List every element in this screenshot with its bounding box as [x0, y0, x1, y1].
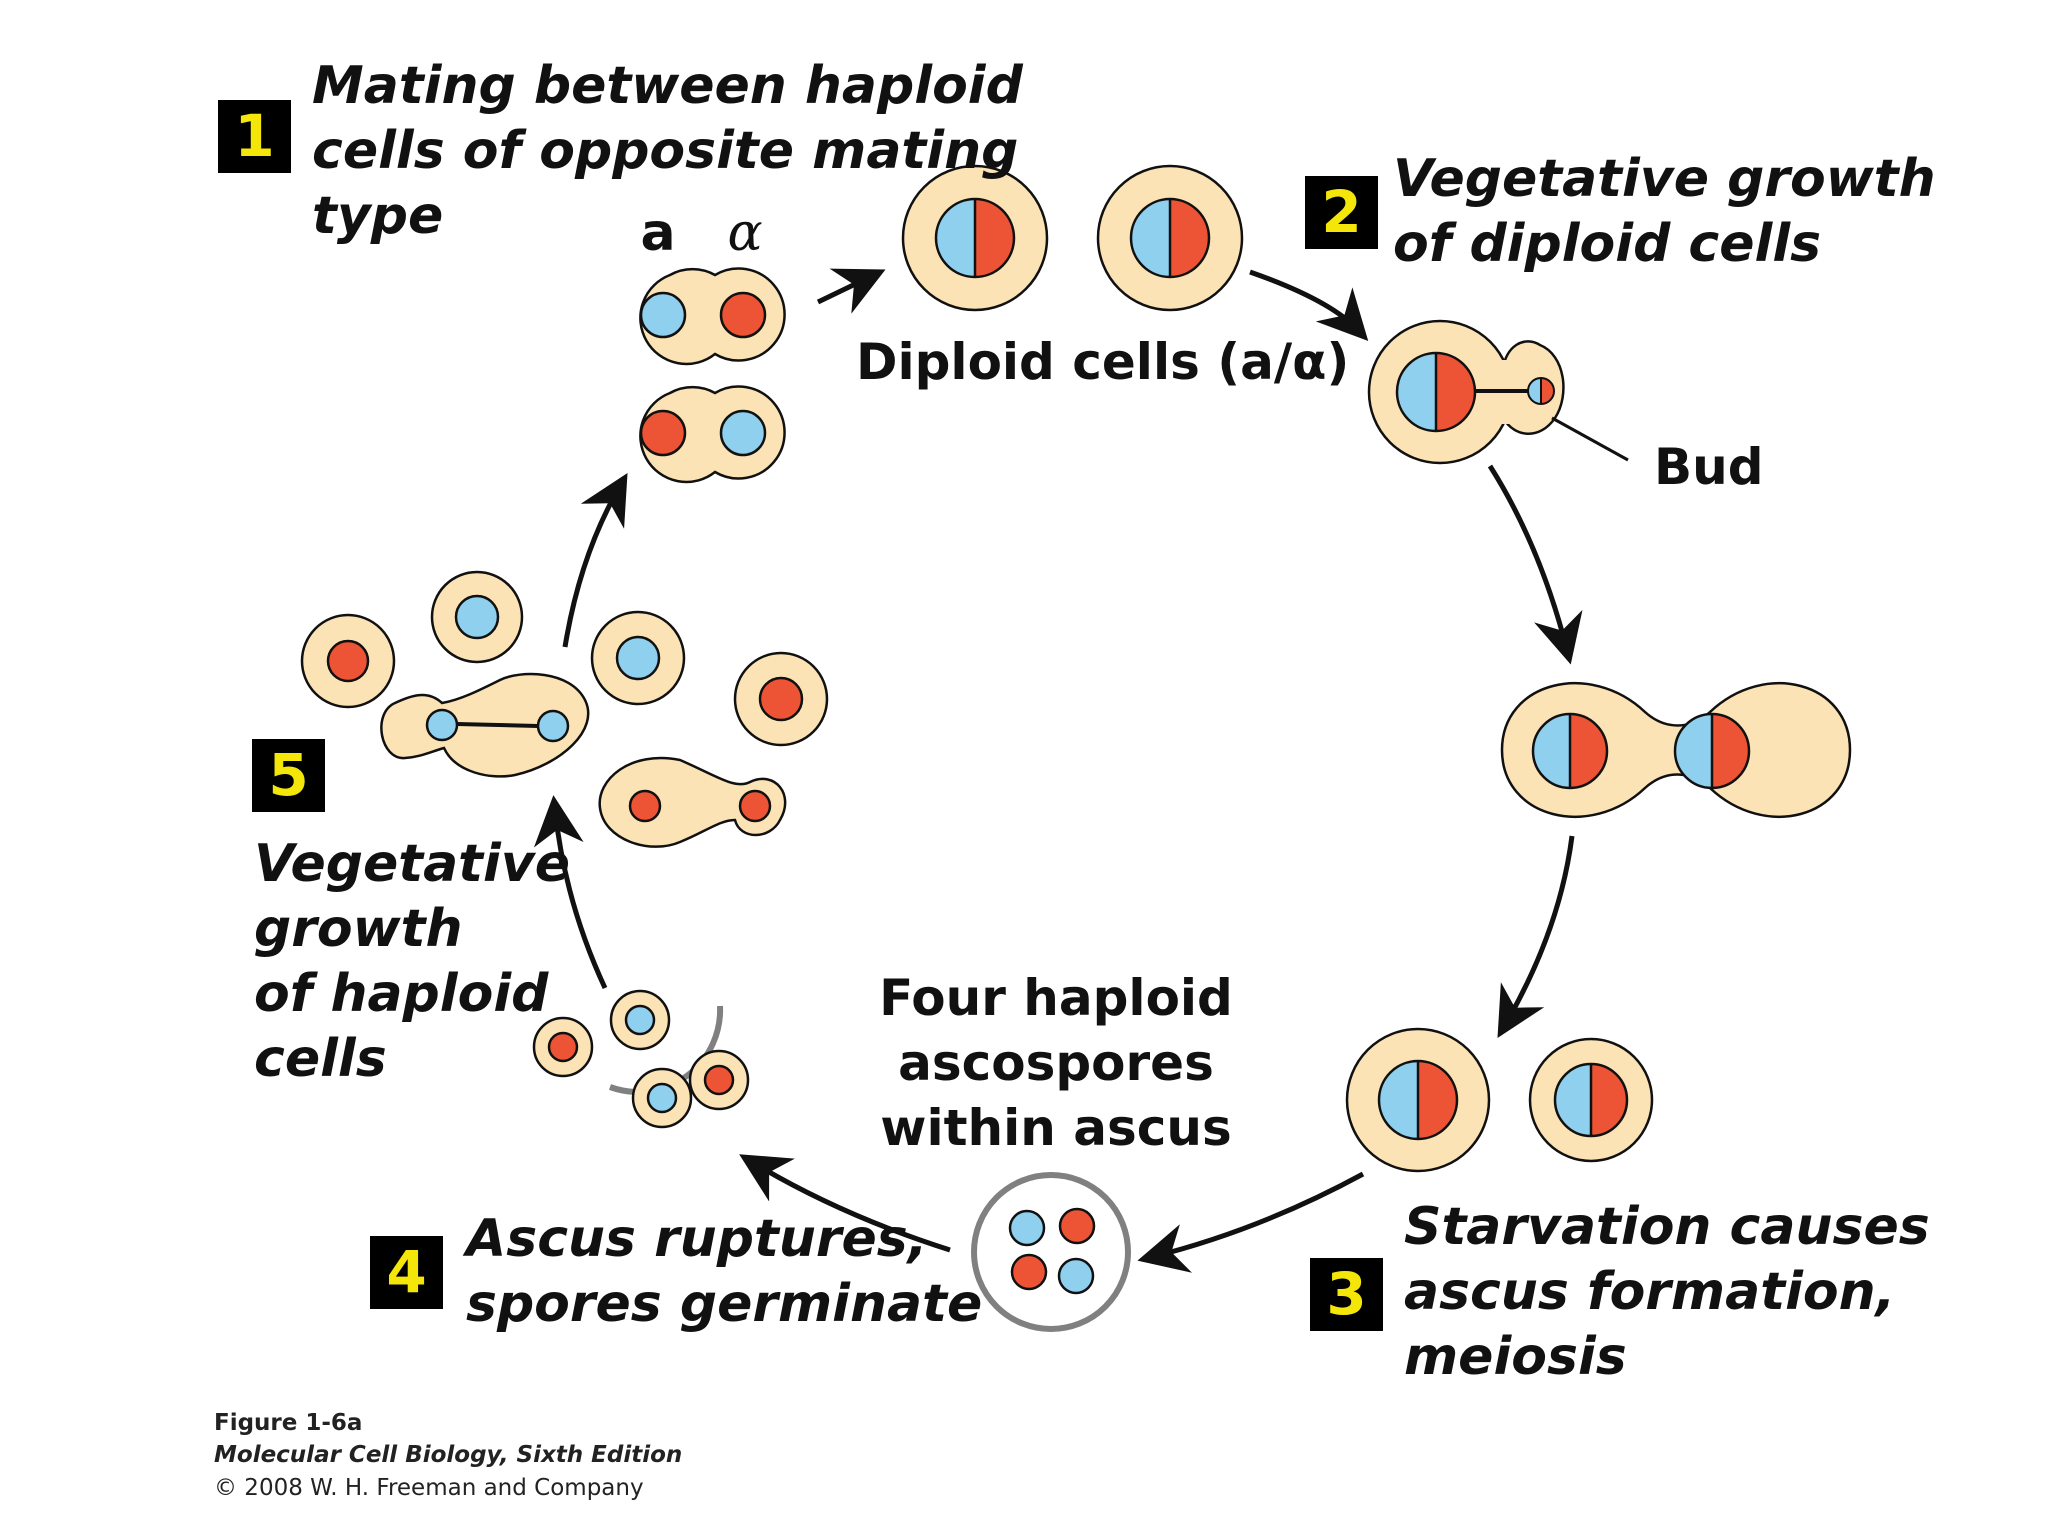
- step-2-badge: 2: [1305, 176, 1378, 249]
- arrow-diploid-to-bud: [1249, 269, 1369, 341]
- step-4-description: Ascus ruptures, spores germinate: [466, 1207, 982, 1337]
- ascospores-line: Four haploid: [879, 969, 1233, 1027]
- step-1-line: cells of opposite mating: [312, 121, 1019, 181]
- budding-diploid-cell: [1367, 319, 1565, 465]
- step-5-badge: 5: [252, 739, 325, 812]
- arrow-mating-to-diploid: [816, 268, 886, 314]
- haploid-cell: [300, 613, 396, 709]
- starving-diploid-cell: [1345, 1027, 1491, 1173]
- step-5-line: growth: [254, 899, 463, 959]
- step-4-line: Ascus ruptures,: [466, 1209, 928, 1269]
- step-3-description: Starvation causes ascus formation, meios…: [1404, 1195, 1930, 1390]
- ascospores-line: within ascus: [880, 1099, 1232, 1157]
- diploid-cell: [1096, 164, 1244, 312]
- mating-type-a-label: a: [640, 203, 675, 263]
- mating-pair-bottom: [639, 385, 786, 484]
- step-4-badge: 4: [370, 1236, 443, 1309]
- budding-haploid-cell: [380, 672, 590, 778]
- ascospores-line: ascospores: [898, 1034, 1214, 1092]
- step-3-line: ascus formation,: [1404, 1262, 1896, 1322]
- ascospores-label: Four haploid ascospores within ascus: [856, 966, 1256, 1161]
- step-1-line: Mating between haploid: [312, 56, 1023, 116]
- step-5-line: cells: [254, 1029, 387, 1089]
- step-1-line: type: [312, 186, 444, 246]
- step-4-line: spores germinate: [466, 1274, 983, 1334]
- arrow-dividing-to-starvation: [1497, 835, 1575, 1038]
- arrow-starvation-to-ascus: [1137, 1171, 1365, 1273]
- step-3-line: meiosis: [1404, 1327, 1627, 1387]
- step-1-badge: 1: [218, 100, 291, 173]
- step-5-description: Vegetative growth of haploid cells: [254, 832, 570, 1092]
- haploid-cell: [430, 570, 524, 664]
- haploid-cell: [590, 610, 686, 706]
- ruptured-ascus: [532, 989, 750, 1129]
- arrow-bud-to-dividing: [1487, 464, 1583, 665]
- step-5-line: of haploid: [254, 964, 549, 1024]
- step-2-description: Vegetative growth of diploid cells: [1393, 147, 1936, 277]
- diploid-cell: [901, 164, 1049, 312]
- bud-label: Bud: [1654, 438, 1764, 496]
- step-3-line: Starvation causes: [1404, 1197, 1930, 1257]
- dividing-diploid-cell: [1500, 681, 1852, 819]
- step-1-description: Mating between haploid cells of opposite…: [312, 54, 1023, 249]
- step-2-line: of diploid cells: [1393, 214, 1822, 274]
- arrow-growth-to-mating: [562, 473, 628, 648]
- step-2-line: Vegetative growth: [1393, 149, 1936, 209]
- step-5-line: Vegetative: [254, 834, 571, 894]
- book-title: Molecular Cell Biology, Sixth Edition: [214, 1442, 683, 1468]
- mating-type-alpha-label: α: [727, 203, 762, 263]
- budding-haploid-cell: [598, 756, 787, 848]
- arrow-ascus-to-rupture: [739, 1154, 951, 1253]
- haploid-cell: [733, 651, 829, 747]
- step-3-badge: 3: [1310, 1258, 1383, 1331]
- starving-diploid-cell: [1528, 1037, 1654, 1163]
- bud-leader-line: [1551, 416, 1629, 462]
- mating-pair-top: [639, 267, 786, 366]
- diploid-cells-label: Diploid cells (a/α): [856, 333, 1350, 391]
- arrow-rupture-to-growth: [533, 795, 608, 990]
- copyright-notice: © 2008 W. H. Freeman and Company: [214, 1475, 644, 1501]
- ascus-with-four-spores: [971, 1172, 1131, 1332]
- figure-number: Figure 1-6a: [214, 1410, 363, 1436]
